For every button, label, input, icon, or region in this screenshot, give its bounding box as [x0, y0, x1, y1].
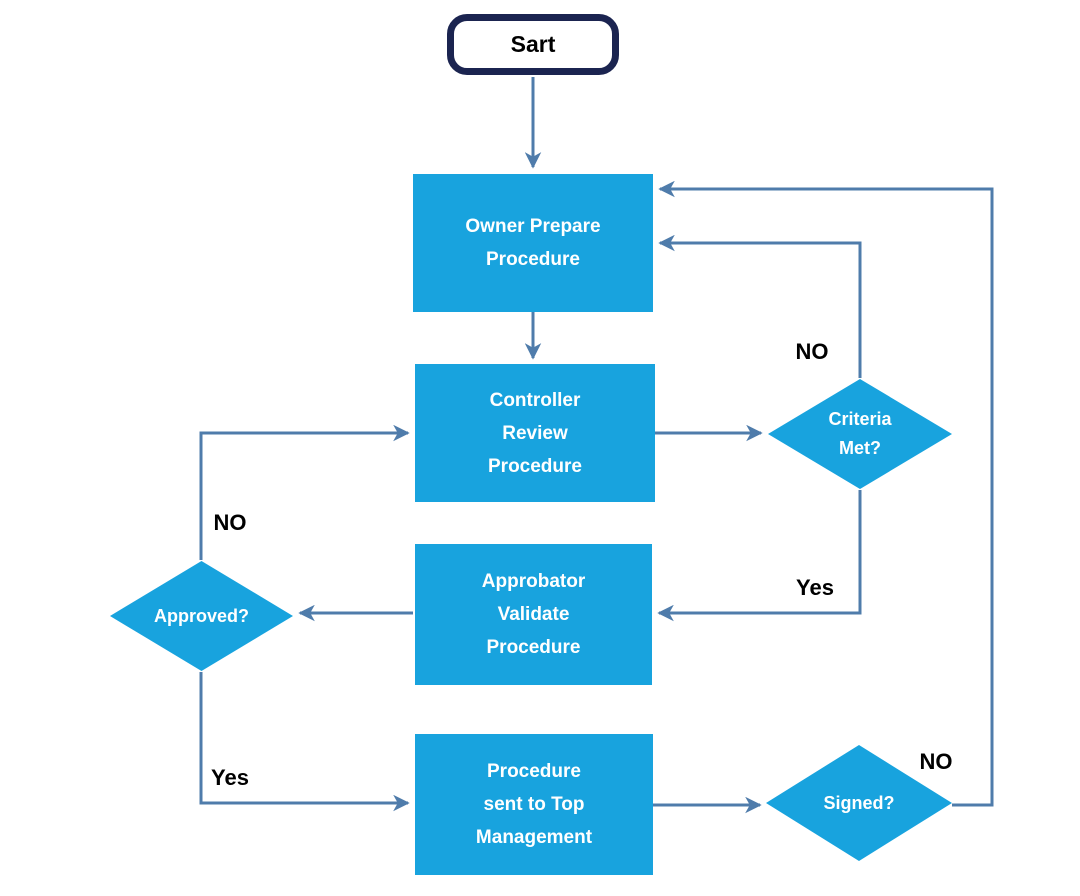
edge-label-approved-no: NO — [213, 510, 247, 535]
edge-approved-yes-to-topmgmt — [199, 672, 410, 812]
node-label-line: Procedure — [487, 761, 581, 782]
node-approbator-validate-procedure: Approbator Validate Procedure — [415, 544, 652, 685]
node-label-line: Signed? — [823, 792, 895, 813]
node-label-line: Approved? — [153, 605, 249, 626]
node-label-line: Validate — [497, 604, 570, 625]
node-label-line: Procedure — [486, 637, 581, 658]
node-label-line: Approbator — [481, 571, 586, 592]
edge-label-criteria-no: NO — [795, 339, 829, 364]
node-label-line: Management — [475, 827, 593, 848]
node-label-line: sent to Top — [483, 794, 585, 815]
node-label-line: Owner Prepare — [465, 216, 601, 237]
edge-criteria-yes-to-approbator — [657, 490, 862, 622]
edge-signed-no-to-owner — [658, 180, 994, 807]
node-procedure-sent-to-top-management: Procedure sent to Top Management — [415, 734, 653, 875]
node-label-line: Review — [502, 422, 568, 444]
node-label-line: Procedure — [488, 455, 582, 477]
node-label-line: Criteria — [828, 409, 892, 429]
edge-label-approved-yes: Yes — [211, 765, 249, 790]
node-label-line: Procedure — [486, 249, 580, 270]
edge-criteria-no-to-owner — [658, 234, 862, 378]
node-label-line: Controller — [489, 389, 581, 411]
node-controller-review-procedure: Controller Review Procedure — [415, 364, 655, 502]
edge-label-signed-no: NO — [919, 749, 953, 774]
edge-approved-no-to-controller — [199, 424, 410, 560]
node-owner-prepare-procedure: Owner Prepare Procedure — [413, 174, 653, 312]
node-start-label: Sart — [510, 31, 556, 57]
node-start: Sart — [447, 14, 619, 75]
edge-label-criteria-yes: Yes — [796, 575, 834, 600]
node-label-line: Met? — [839, 438, 881, 458]
